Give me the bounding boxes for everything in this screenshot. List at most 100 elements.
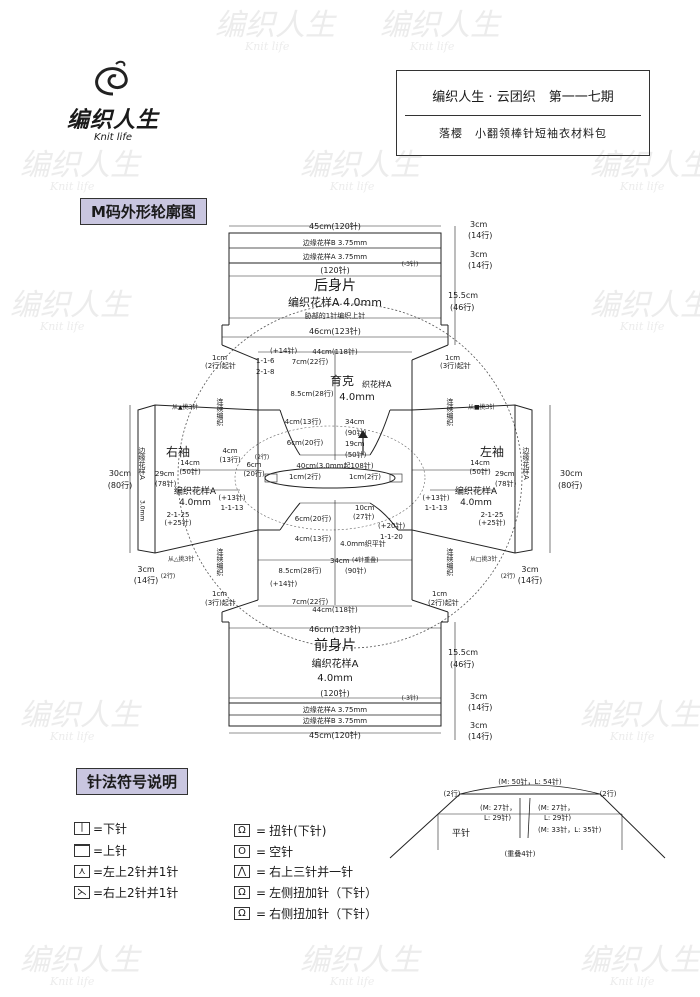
lsleeve-pattern: 编织花样A <box>455 485 498 497</box>
lsleeve-cm29s: (78针) <box>495 479 517 488</box>
yoke-outline-circle <box>177 303 523 649</box>
yoke-back-region <box>221 344 449 460</box>
rsleeve-cm29s: (78针) <box>155 479 177 488</box>
collar-overlap: (重叠4针) <box>505 849 536 858</box>
yoke-h7-top: 7cm(22行) <box>292 357 329 366</box>
front-h-body: 15.5cm <box>448 648 478 657</box>
twisted-knit-symbol-icon: Ω <box>234 824 250 837</box>
yoke-continuous-left-top: 连续编织 <box>216 397 224 427</box>
lsleeve-bottom: 3cm <box>521 565 538 574</box>
lsleeve-needle: 4.0mm <box>460 498 492 508</box>
back-name: 后身片 <box>314 278 356 294</box>
lsleeve-height-rows: (80行) <box>558 480 582 490</box>
lsleeve-bottom-rows: (14行) <box>518 575 542 585</box>
legend-item: ⋋ =右上2针并1针 <box>74 884 178 901</box>
legend-item: 丨 =下针 <box>74 820 127 837</box>
back-h-top-rows: (14行) <box>468 230 492 240</box>
yoke-dec-2: 2-1-8 <box>256 368 274 376</box>
yoke-pattern: 织花样A <box>362 379 392 389</box>
neck-ring <box>234 425 426 531</box>
collar-right-rows: (2行) <box>600 789 617 798</box>
yoke-h85-bot: 8.5cm(28行) <box>278 566 321 575</box>
left-side-sleeve <box>129 404 259 554</box>
knit-symbol-icon: 丨 <box>74 822 90 835</box>
yarn-swirl-icon <box>95 60 128 96</box>
legend-heading: 针法符号说明 <box>76 768 189 795</box>
rsleeve-bottom-rows: (14行) <box>134 575 158 585</box>
yoke-cm10s: (27针) <box>353 512 375 521</box>
yoke-inc20: 1-1-20 <box>380 533 403 541</box>
collar-left-rows: (2行) <box>444 789 461 798</box>
rsleeve-height: 30cm <box>109 469 132 478</box>
yoke-w34-bot-s: (4针重叠) <box>352 556 379 564</box>
yoke-cm4-bot: 4cm(13行) <box>295 534 332 543</box>
front-h-b-rows: (14行) <box>468 731 492 741</box>
rsleeve-dec: 2-1-25 <box>167 511 190 519</box>
lsleeve-decs: (+25针) <box>478 518 506 527</box>
front-cm1r: 1cm <box>432 590 447 598</box>
rsleeve-cm4: 4cm <box>222 447 237 455</box>
yoke-h7-bot: 7cm(22行) <box>292 597 329 606</box>
right-twist-inc-symbol-icon: Ω <box>234 907 250 920</box>
yoke-neck: 40cm(3.0mm起108针) <box>296 461 373 470</box>
yoke-h85-top: 8.5cm(28行) <box>290 389 333 398</box>
yoke-w34-bot: 34cm <box>330 557 350 565</box>
rsleeve-cm4s: (13行) <box>219 455 241 464</box>
front-h-a: 3cm <box>470 692 487 701</box>
rsleeve-height-rows: (80行) <box>108 480 132 490</box>
back-minus3: (-3针) <box>402 260 419 268</box>
neck-right-notch <box>389 473 403 483</box>
back-width46: 46cm(123针) <box>309 326 361 336</box>
yoke-plus20: (+20针) <box>378 521 406 530</box>
rsleeve-cm14s: (50针) <box>179 467 201 476</box>
rsleeve-inc13: 1-1-13 <box>221 504 244 512</box>
back-count: (120针) <box>320 265 350 275</box>
back-piece <box>221 225 449 345</box>
yoke-cm4-top: 4cm(13行) <box>285 417 322 426</box>
outline-diagram: 45cm(120针) 边缘花样B 3.75mm 边缘花样A 3.75mm (-3… <box>108 220 583 741</box>
brand-logo: 编织人生 Knit life <box>58 58 168 143</box>
yoke-cm6-top: 6cm(20行) <box>287 438 324 447</box>
lsleeve-row2: (2行) <box>501 572 516 580</box>
lsleeve-cm29: 29cm <box>495 470 515 478</box>
rsleeve-plus13: (+13针) <box>218 493 246 502</box>
collar-m33: (M: 33针，L: 35针) <box>538 825 602 834</box>
lsleeve-plus13: (+13针) <box>422 493 450 502</box>
yoke-cm6-bot: 6cm(20行) <box>295 514 332 523</box>
front-minus3: (-3针) <box>402 694 419 702</box>
purl-symbol-icon <box>74 844 90 857</box>
back-note: 胁部的1针编织上针 <box>305 311 365 320</box>
yoke-w19s: (50针) <box>345 450 367 459</box>
yarn-over-symbol-icon: O <box>234 845 250 858</box>
lsleeve-height: 30cm <box>560 469 583 478</box>
legend-item: Ω= 左侧扭加针（下针） <box>234 884 377 901</box>
lsleeve-cm1s: (3行)起针 <box>440 361 471 370</box>
front-needle: 4.0mm <box>317 673 352 684</box>
rsleeve-cm1s: (2行)起针 <box>205 361 236 370</box>
front-cm1rs: (2行)起针 <box>428 598 459 607</box>
front-h-a-rows: (14行) <box>468 702 492 712</box>
yoke-name: 育克 <box>330 373 354 388</box>
back-h-mid: 3cm <box>470 250 487 259</box>
yoke-h85-bot-s: (90针) <box>345 566 367 575</box>
yoke-continuous-right-top: 连续编织 <box>446 397 454 427</box>
lsleeve-cm1: 1cm <box>445 354 460 362</box>
brand-name: 编织人生 <box>66 107 159 133</box>
front-plus14: (+14针) <box>270 579 298 588</box>
collar-m27b: (M: 27针， <box>538 803 574 812</box>
front-border-a: 边缘花样A 3.75mm <box>303 705 367 714</box>
rsleeve-pattern: 编织花样A <box>174 485 217 497</box>
lsleeve-cm14: 14cm <box>470 459 490 467</box>
back-border-b: 边缘花样B 3.75mm <box>303 238 367 247</box>
issue-title: 编织人生 · 云团织 第一一七期 <box>432 90 614 105</box>
rsleeve-cm14: 14cm <box>180 459 200 467</box>
yoke-cm1-right: 1cm(2行) <box>349 472 381 481</box>
back-h-top: 3cm <box>470 220 487 229</box>
lsleeve-pick: 从■挑3针 <box>468 403 496 411</box>
front-name: 前身片 <box>314 637 356 654</box>
yoke-continuous-left-bot: 连续编织 <box>216 547 224 577</box>
front-h-body-rows: (46行) <box>450 659 474 669</box>
rsleeve-cm6: 6cm <box>246 461 261 469</box>
